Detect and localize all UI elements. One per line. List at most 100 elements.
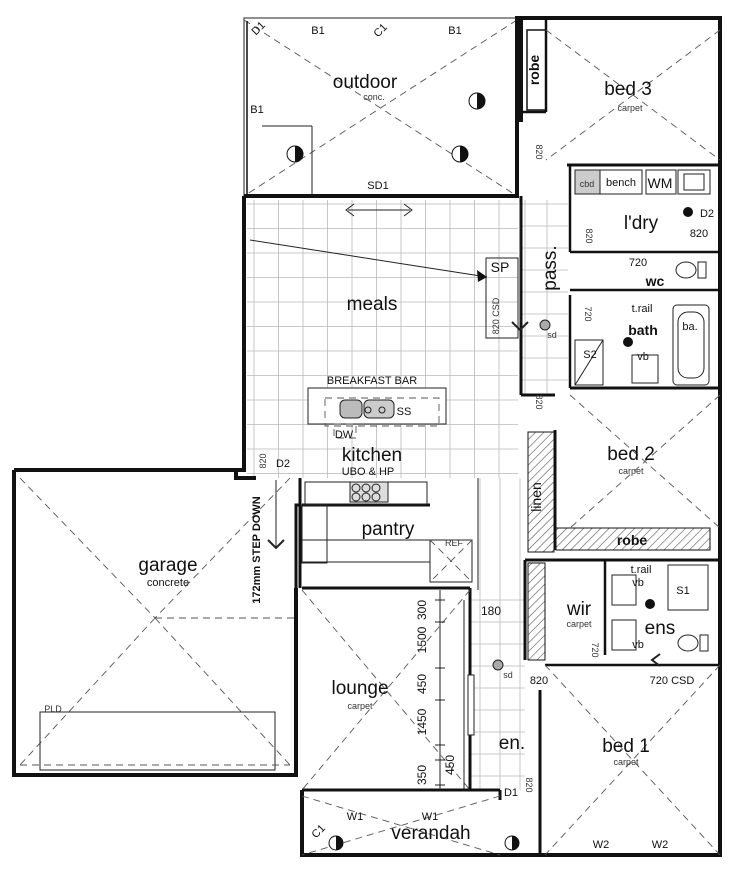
light-icon (468, 92, 486, 110)
robe-label-bed3: robe (526, 55, 542, 86)
robe-label-bed2: robe (617, 532, 648, 548)
room-finish-bed1: carpet (613, 757, 639, 767)
kitchen-note: UBO & HP (342, 466, 395, 478)
room-label-garage: garage (138, 555, 197, 576)
opening-b1-b: B1 (448, 25, 461, 37)
opening-b1-c: B1 (250, 104, 263, 116)
room-label-bed1: bed 1 (602, 736, 650, 757)
opening-sd1: SD1 (367, 180, 388, 192)
room-finish-garage: concrete (147, 577, 189, 589)
opening-w2-b: W2 (652, 839, 669, 851)
arrows (267, 203, 661, 667)
kitchen-fixtures (301, 387, 479, 590)
door-ens: 720 (590, 642, 600, 657)
vanity-ens-1 (611, 574, 637, 606)
shower-label-bath: S2 (583, 349, 596, 361)
vanity-ens-2 (611, 619, 637, 651)
door-wc: 720 (629, 257, 647, 269)
trail-label-bath: t.rail (632, 303, 653, 315)
sliding-panel (485, 257, 519, 339)
opening-labels: B1 B1 B1 C1 D1 SD1 D2 D2 D1 C1 W1 W1 W2 … (249, 19, 714, 851)
pld-label: PLD (44, 704, 62, 714)
outer-walls (12, 16, 722, 857)
bath-tub-label: ba. (682, 321, 697, 333)
room-label-kitchen: kitchen (342, 445, 402, 466)
tile-grid (247, 200, 568, 790)
trail-label-ens: t.rail (631, 564, 652, 576)
room-label-en: en. (499, 733, 525, 754)
shower-bath (574, 339, 604, 386)
room-label-ldry: l'dry (624, 213, 659, 234)
shower-label-ens: S1 (676, 585, 689, 597)
bench-label: bench (606, 177, 636, 189)
shower-ens (667, 564, 709, 611)
lounge-dimension-line (435, 590, 475, 790)
door-labels: 820 820 820 720 720 820 CSD 820 820 720 … (258, 144, 708, 792)
ss-label: SS (397, 406, 412, 418)
dim-450-a: 450 (415, 674, 429, 694)
toilet-ens (677, 634, 699, 652)
garage-area (19, 477, 296, 771)
vanity-bath (631, 354, 659, 384)
room-label-bath: bath (628, 322, 658, 338)
vanity-label-ens-1: vb (632, 577, 644, 589)
door-kitchen: 820 (258, 453, 268, 468)
room-label-verandah: verandah (391, 823, 470, 844)
vanity-label-ens-2: vb (632, 639, 644, 651)
interior-walls (298, 18, 720, 855)
opening-c1-verandah: C1 (309, 822, 327, 840)
wm-label: WM (648, 175, 673, 191)
sink-bowl-1 (339, 399, 363, 419)
room-label-linen: linen (528, 482, 544, 512)
dim-180: 180 (481, 604, 501, 618)
sp-label: SP (491, 259, 510, 275)
room-finish-wir: carpet (566, 619, 592, 629)
opening-d2-kitchen: D2 (276, 458, 290, 470)
door-ens-csd: 720 CSD (650, 675, 695, 687)
room-label-wc: wc (645, 273, 665, 289)
opening-w1-b: W1 (422, 811, 439, 823)
room-label-ens: ens (645, 618, 676, 639)
fixture-labels: cbd bench WM t.rail ba. vb S2 SP BREAKFA… (44, 175, 697, 714)
cbd-label: cbd (580, 179, 595, 189)
dim-1500: 1500 (415, 626, 429, 653)
light-icon (504, 835, 520, 851)
ref-label: REF (445, 538, 464, 548)
door-ldry-side: 820 (690, 228, 708, 240)
garage-door (39, 711, 276, 771)
room-label-outdoor: outdoor (333, 72, 398, 93)
light-fixtures (286, 92, 693, 851)
light-icon (328, 835, 344, 851)
light-icon (286, 145, 304, 163)
opening-w2-a: W2 (593, 839, 610, 851)
opening-c1-top: C1 (371, 21, 389, 39)
dimension-labels: 300 1500 450 1450 450 350 180 (415, 600, 501, 785)
dim-350: 350 (415, 765, 429, 785)
dashed-guides (249, 29, 721, 856)
bathtub (672, 304, 710, 386)
room-label-wir: wir (566, 599, 592, 620)
room-finish-bed3: carpet (617, 103, 643, 113)
room-finish-outdoor: conc. (363, 92, 385, 102)
toilet-wc (675, 261, 697, 279)
vanity-label-bath: vb (637, 351, 649, 363)
room-labels: outdoor conc. bed 3 carpet meals pass. l… (138, 55, 675, 844)
door-bed3: 820 (534, 144, 544, 159)
pantry-shelf (301, 504, 328, 564)
dw-label: DW (335, 429, 354, 441)
opening-d1-top: D1 (249, 19, 267, 37)
dim-450-b: 450 (443, 755, 457, 775)
sd-label-1: sd (547, 330, 557, 340)
door-bed2: 820 (534, 394, 544, 409)
room-finish-bed2: carpet (618, 466, 644, 476)
light-icon (451, 145, 469, 163)
outdoor-diagonal-2 (243, 19, 518, 197)
room-label-pass: pass. (540, 245, 561, 290)
opening-d2-ldry: D2 (700, 208, 714, 220)
dim-1450: 1450 (415, 708, 429, 735)
door-ldry: 820 (584, 228, 594, 243)
dim-300: 300 (415, 600, 429, 620)
breakfast-bar-label: BREAKFAST BAR (327, 375, 417, 387)
dishwasher (333, 423, 357, 439)
